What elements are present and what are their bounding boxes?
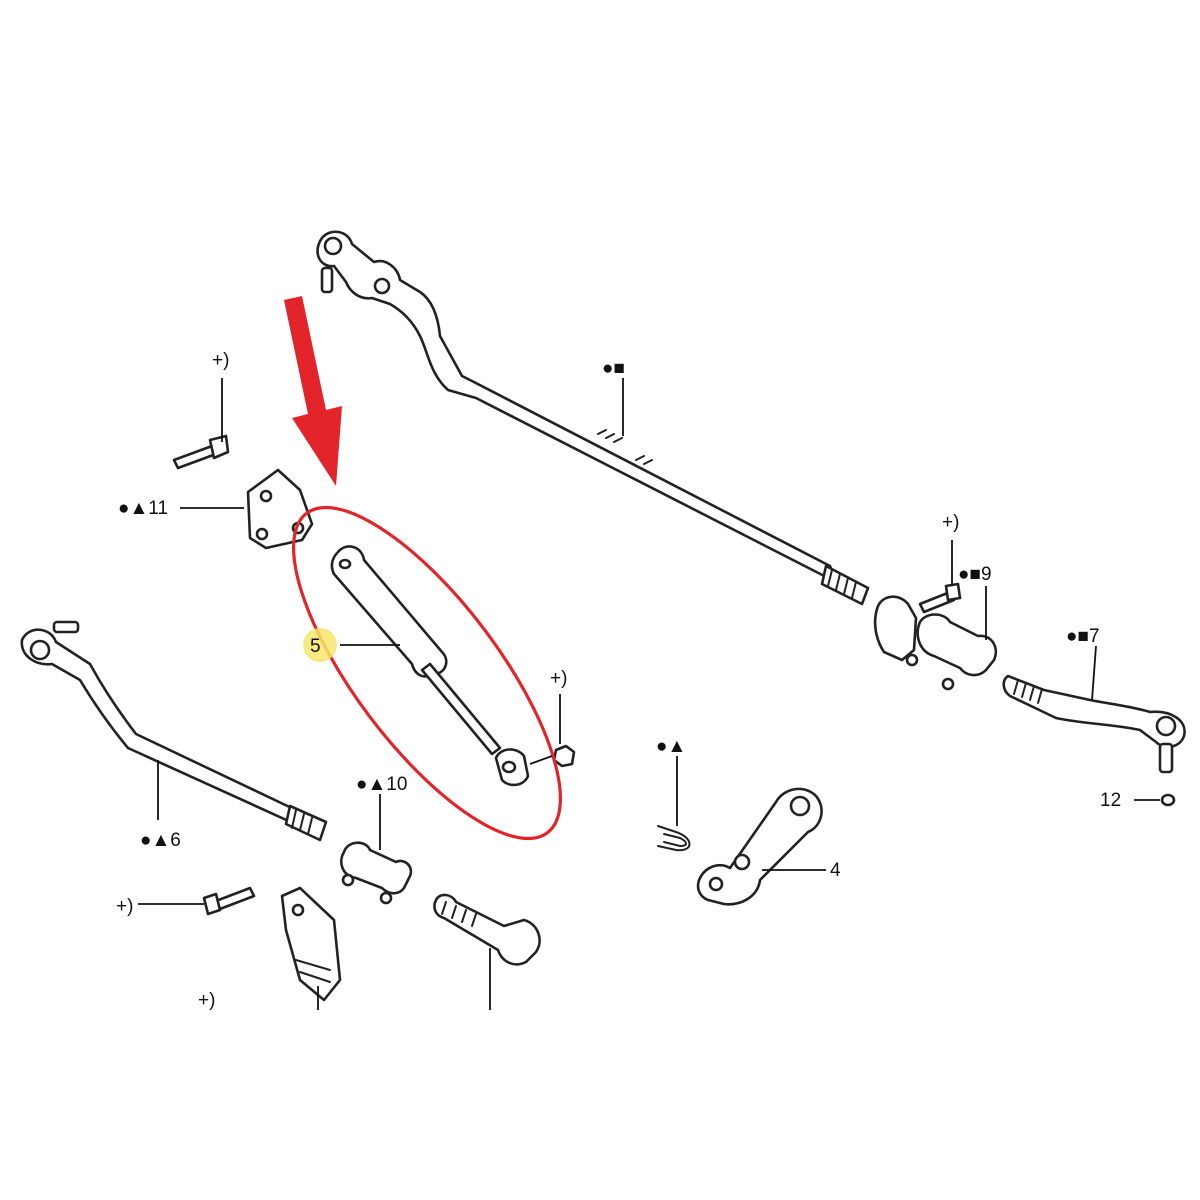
part-labels: ●■ ●▲11 ●■9 ●■7 5 ●▲6 ●▲10 ●▲ 4 12 +) +)… [116,350,1121,1011]
label-part-9: 4 [830,860,841,881]
label-part-5: 5 [310,636,321,657]
label-bolt-b: +) [942,512,959,533]
lower-plate-part [280,886,342,1002]
center-link-part [316,230,870,606]
right-tie-end-part [1002,674,1186,774]
label-part-7: ●▲10 [356,774,407,795]
label-part-3: ●■9 [958,564,992,585]
label-bolt-d: +) [116,896,133,917]
label-bolt-e: +) [198,990,215,1011]
label-part-10: 12 [1100,790,1121,811]
label-highlight-marker [303,628,337,662]
lower-tie-end-part [433,893,541,966]
label-part-8: ●▲ [656,736,686,757]
bolt-lower-left [202,886,256,916]
leader-lines [138,378,1160,1010]
label-bolt-a: +) [212,350,229,371]
label-bolt-c: +) [550,668,567,689]
clamp-10-part [340,841,413,905]
label-part-4: ●■7 [1066,626,1100,647]
label-part-1: ●■ [602,358,625,379]
label-part-2: ●▲11 [118,498,168,519]
pitman-arm-part [696,787,823,906]
arrow-down-icon [284,296,342,486]
highlight-ellipse [292,505,562,841]
bolt-top-left [172,434,230,470]
bolt-right [918,582,962,614]
label-part-6: ●▲6 [140,830,181,851]
left-tie-rod-part [20,620,328,842]
left-bracket-part [246,468,314,550]
steering-damper-part [330,545,530,787]
small-ring-12-part [1160,793,1176,807]
clamp-9-part [873,595,998,691]
u-bolt-part [657,825,691,852]
nut-damper [552,744,576,768]
